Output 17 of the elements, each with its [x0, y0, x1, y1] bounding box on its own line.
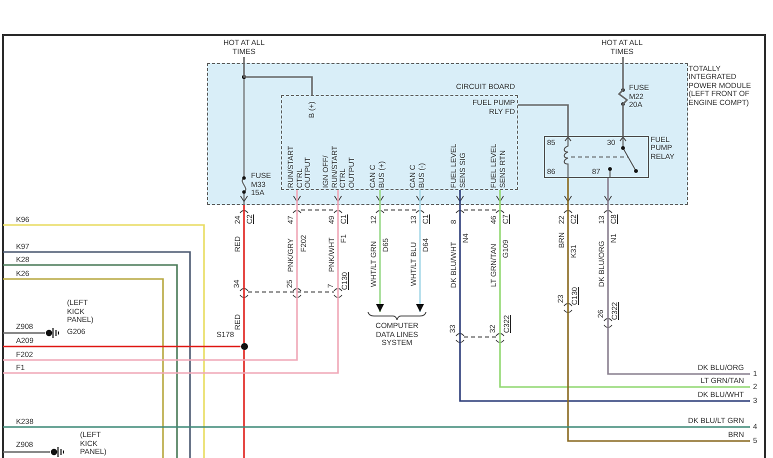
- wire: [3, 190, 298, 361]
- signal-arrow: [416, 190, 424, 312]
- wire: [243, 205, 245, 343]
- wire: [499, 190, 750, 388]
- wire: [518, 104, 569, 136]
- wire: [3, 451, 50, 453]
- wire: [459, 190, 750, 402]
- wire: [3, 426, 750, 428]
- wire: [243, 350, 245, 458]
- wire: [3, 190, 339, 374]
- wire: [607, 178, 750, 375]
- signal-arrow: [376, 190, 384, 312]
- wire: [243, 57, 313, 95]
- wire: [618, 57, 628, 136]
- wire: [3, 332, 45, 334]
- wire: [3, 346, 240, 348]
- wire: [567, 178, 750, 442]
